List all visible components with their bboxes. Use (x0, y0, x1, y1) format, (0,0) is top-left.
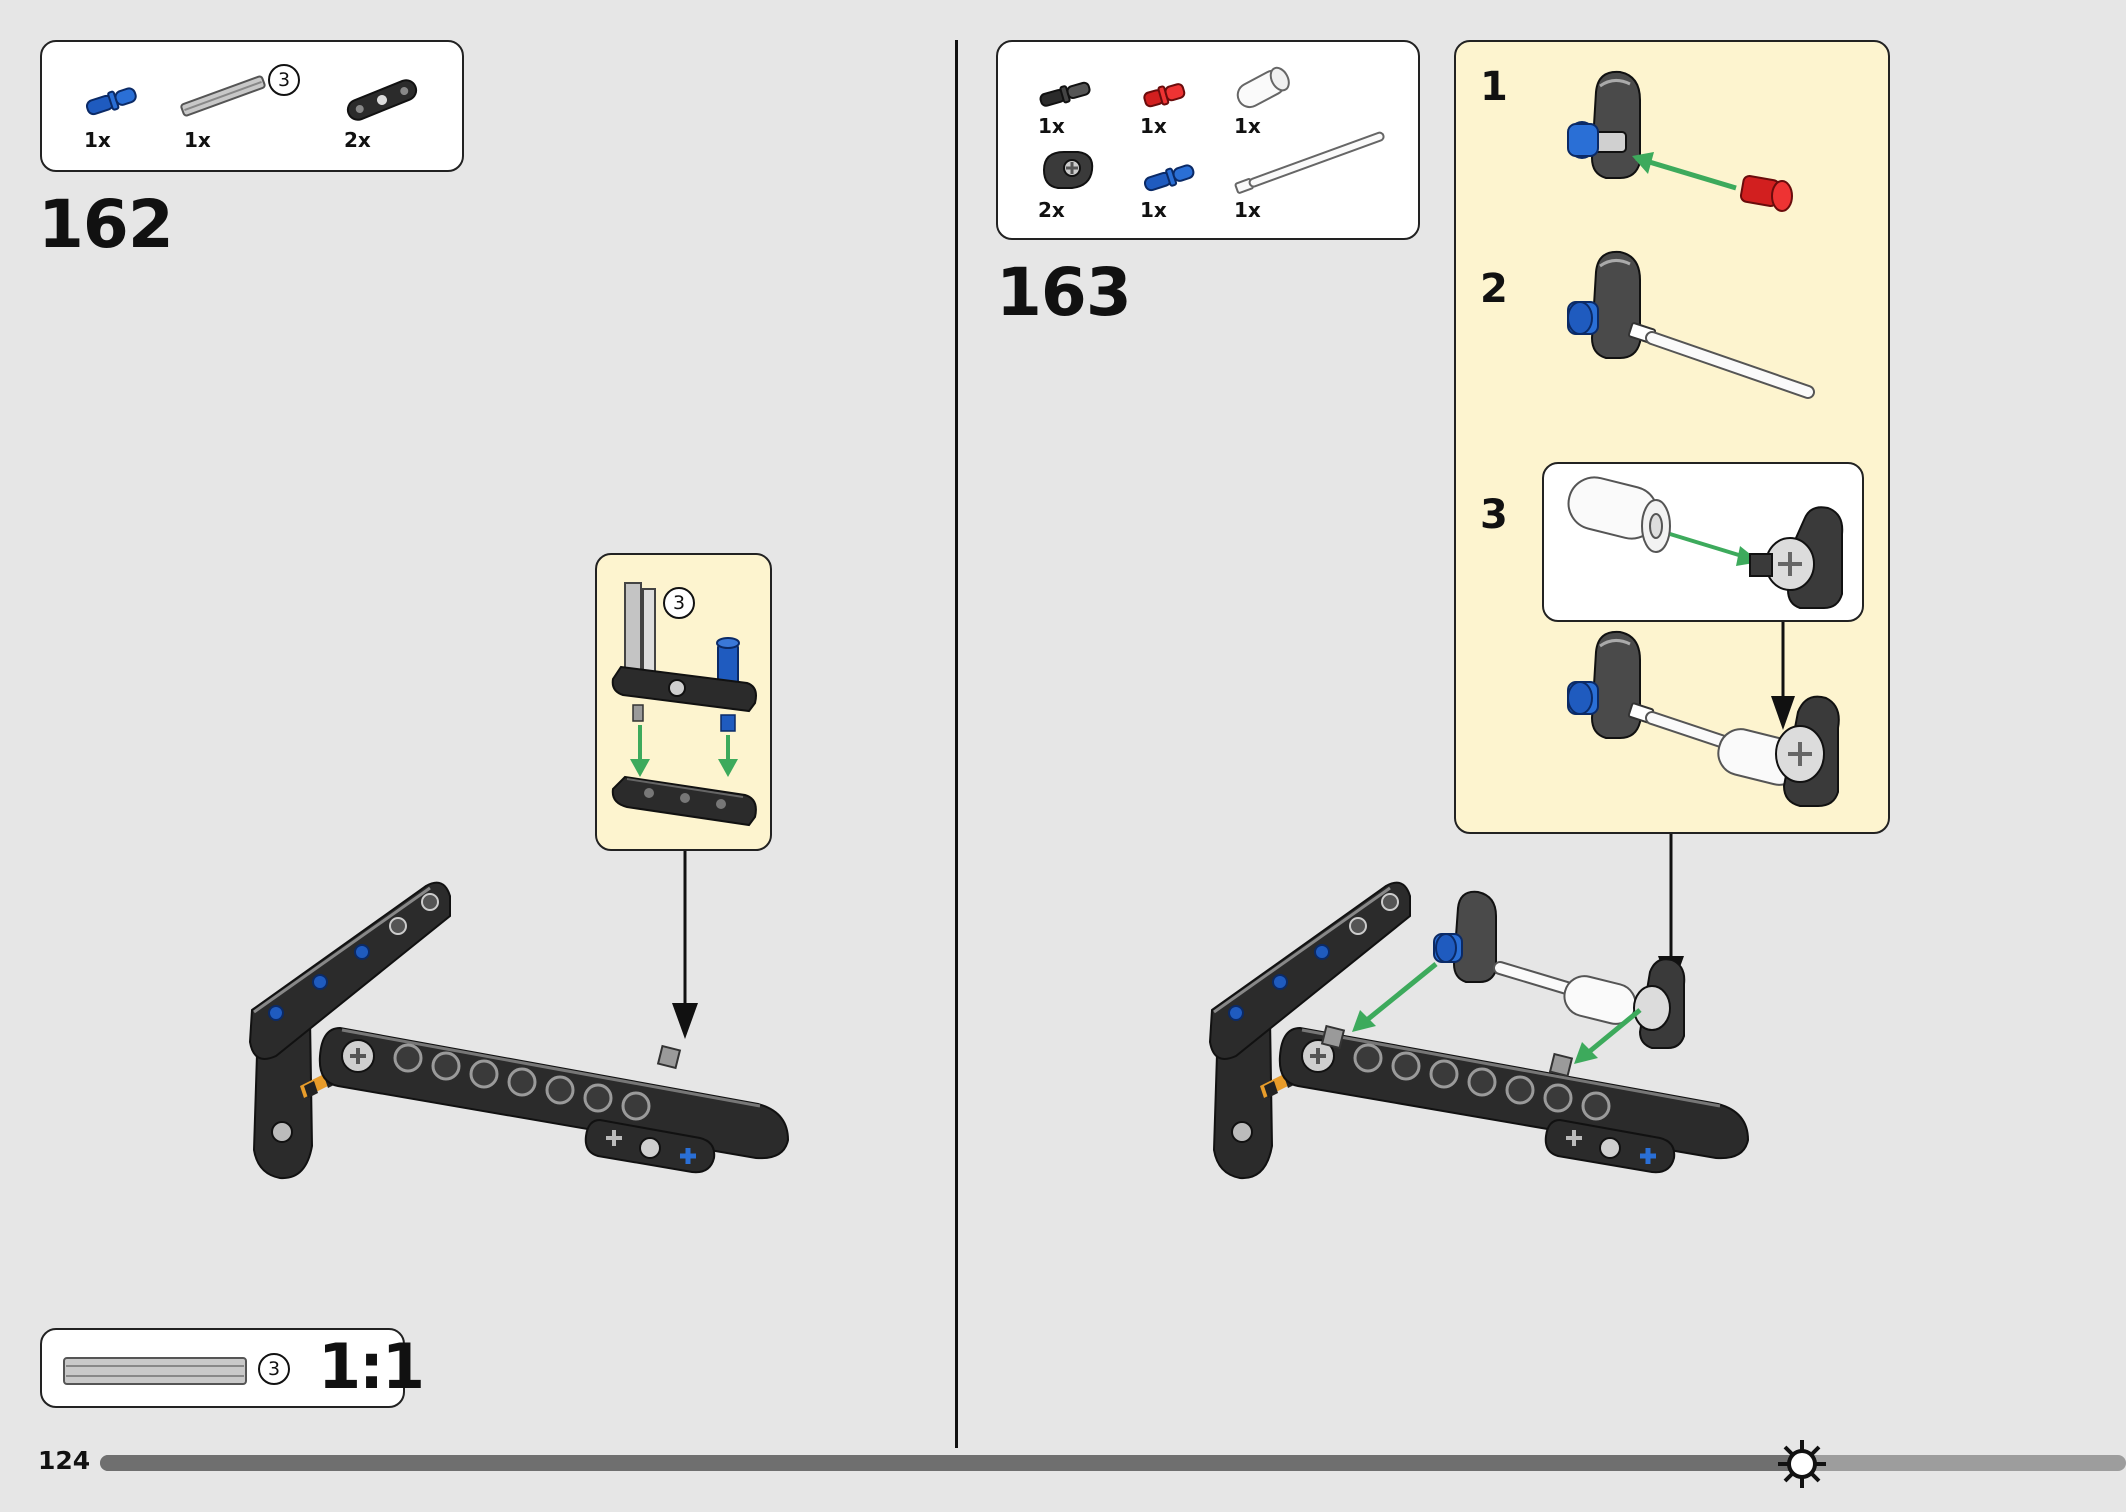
part-qty: 2x (1038, 198, 1065, 222)
progress-bar-fill (100, 1455, 1802, 1471)
substep-number-2: 2 (1480, 266, 1508, 312)
scale-ratio: 1:1 (318, 1330, 425, 1403)
part-qty: 1x (1140, 198, 1167, 222)
axle-ruler-icon (63, 1357, 247, 1385)
substep-number-3: 3 (1480, 492, 1508, 538)
callout-163: 1 2 3 (1454, 40, 1890, 834)
substep3-inset-illustration (1567, 476, 1844, 609)
part-qty: 1x (84, 128, 111, 152)
gray-axle-icon (180, 75, 266, 117)
substep-number-1: 1 (1480, 64, 1508, 110)
substep1-illustration (1567, 70, 1793, 212)
part-qty: 1x (184, 128, 211, 152)
red-pin-icon (1143, 83, 1186, 108)
callout-arrow-162 (672, 851, 698, 1039)
black-connector-icon (1042, 151, 1094, 189)
white-rod-icon (1234, 131, 1385, 194)
black-beam-icon (346, 79, 418, 121)
substep3-illustration (1567, 630, 1840, 807)
page-divider (955, 40, 958, 1448)
axle-length-badge: 3 (663, 587, 695, 619)
part-qty: 1x (1140, 114, 1167, 138)
ruler-length-badge: 3 (258, 1353, 290, 1385)
inset-arrow (1771, 622, 1795, 730)
white-bush-icon (1236, 66, 1290, 109)
part-qty: 2x (344, 128, 371, 152)
parts-list-162: 1x 3 1x 2x (40, 40, 464, 172)
blue-pin-icon (85, 87, 137, 116)
axle-length-badge: 3 (268, 64, 300, 96)
subassembly-icon (611, 582, 757, 827)
callout-162: 3 (595, 553, 772, 851)
parts-list-163: 1x 1x 1x 2x 1x 1x (996, 40, 1420, 240)
step-number-163: 163 (996, 254, 1132, 331)
step-number-162: 162 (38, 186, 174, 263)
part-qty: 1x (1234, 114, 1261, 138)
part-qty: 1x (1038, 114, 1065, 138)
substep2-illustration (1567, 250, 1815, 399)
substep3-inset (1542, 462, 1864, 622)
progress-bar (100, 1455, 2126, 1471)
page-number: 124 (38, 1446, 91, 1475)
blue-pin-icon (1143, 164, 1195, 192)
black-pin-icon (1039, 81, 1091, 107)
model-assembly-162 (248, 881, 790, 1180)
sun-icon (1777, 1440, 1826, 1488)
model-assembly-163 (1208, 881, 1750, 1180)
part-qty: 1x (1234, 198, 1261, 222)
scale-box (40, 1328, 405, 1408)
